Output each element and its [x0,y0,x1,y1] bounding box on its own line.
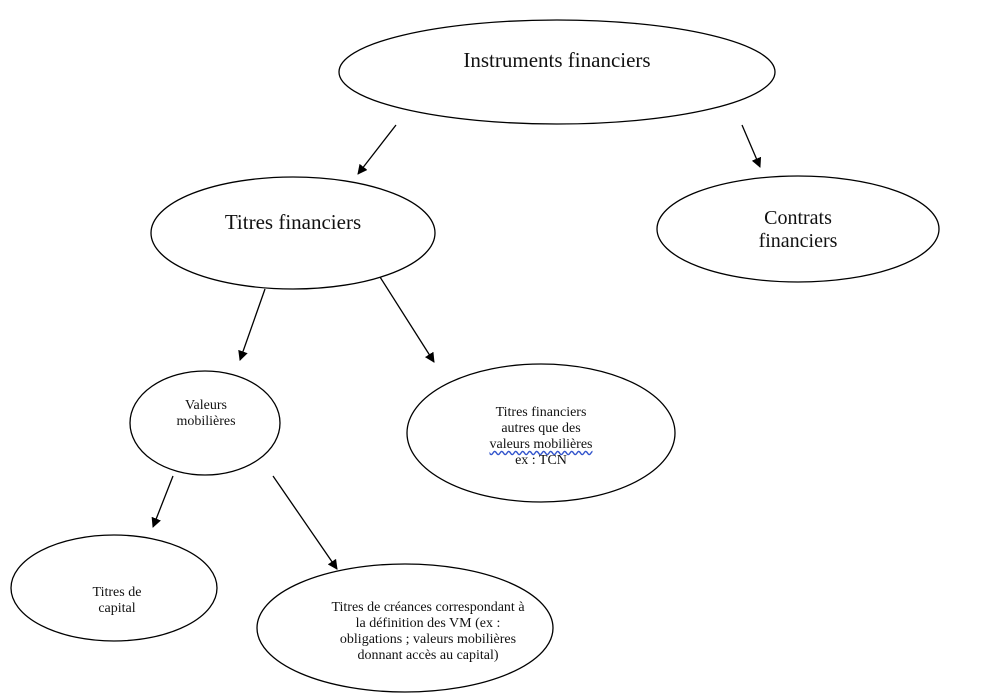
autres-line-4: ex : TCN [515,453,567,469]
autres-line-2: autres que des [501,420,581,436]
creances-line-2: la définition des VM (ex : [355,615,501,631]
autres-line-3: valeurs mobilières [489,437,593,452]
root-ellipse [338,19,776,125]
valeurs-line-1: Valeurs [185,397,227,413]
creances-line-4: donnant accès au capital) [357,648,499,664]
node-instruments-financiers: Instruments financiers [420,44,694,76]
arrow-root-to-titres [357,124,397,175]
node-titres-financiers: Titres financiers [183,206,403,238]
autres-line-1: Titres financiers [495,404,587,420]
node-valeurs-mobilieres: Valeurs mobilières [160,394,252,434]
valeurs-line-2: mobilières [176,414,236,429]
capital-ellipse [10,534,218,642]
node-titres-creances: Titres de créances correspondant à la dé… [298,594,558,670]
node-titres-autres: Titres financiers autres que des valeurs… [455,395,627,479]
titres-ellipse [150,176,436,290]
capital-line-2: capital [98,601,136,616]
arrow-titres-to-autres [379,276,435,363]
node-titres-capital: Titres de capital [72,582,162,620]
capital-line-1: Titres de [92,584,142,600]
arrow-root-to-contrats [741,124,762,168]
valeurs-ellipse [129,370,281,476]
autres-ellipse [406,363,676,503]
creances-line-3: obligations ; valeurs mobilières [339,632,517,647]
arrow-titres-to-valeurs [238,288,266,361]
creances-line-1: Titres de créances correspondant à [331,599,525,615]
creances-ellipse [256,563,554,693]
contrats-line-1: Contrats [764,207,832,229]
arrow-valeurs-to-creances [272,475,338,570]
arrow-valeurs-to-capital [151,475,174,528]
titres-financiers-label: Titres financiers [224,209,362,234]
contrats-ellipse [656,175,940,283]
instruments-financiers-label: Instruments financiers [463,47,651,72]
contrats-line-2: financiers [758,230,838,252]
node-contrats-financiers: Contrats financiers [700,202,896,258]
